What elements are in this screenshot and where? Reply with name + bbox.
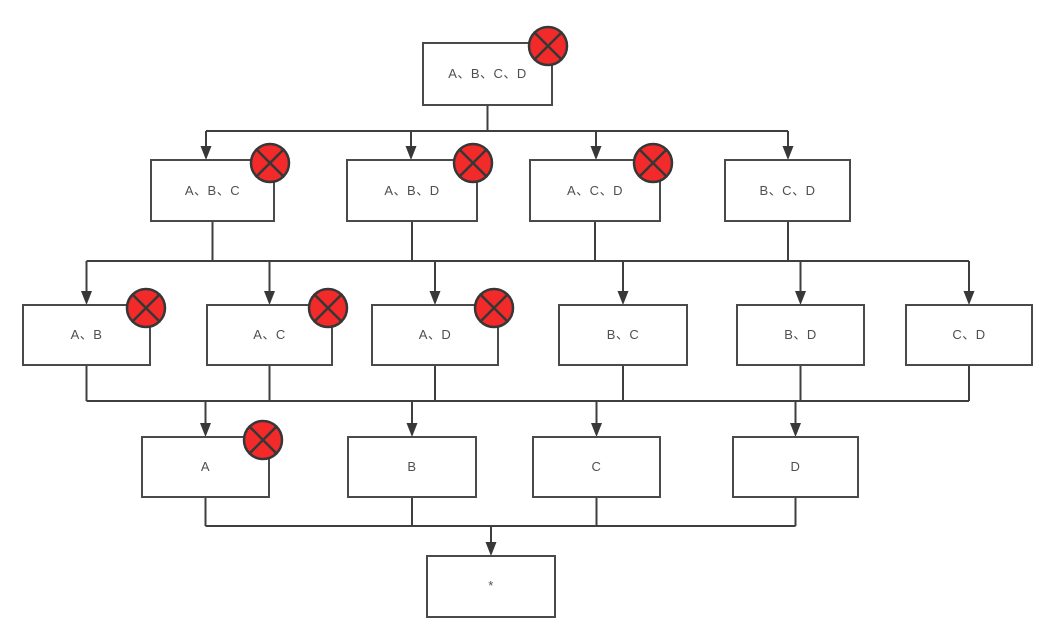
node-label: A、C <box>253 327 286 342</box>
node-box <box>532 436 661 498</box>
arrowhead-icon <box>200 146 212 160</box>
arrowhead-icon <box>264 291 275 305</box>
arrowhead-icon <box>591 423 602 437</box>
arrowhead-icon <box>405 146 417 160</box>
arrowhead-icon <box>795 291 806 305</box>
node-label: B <box>407 459 416 474</box>
node-bcd: B、C、D <box>724 159 851 222</box>
arrowhead-icon <box>590 146 602 160</box>
node-label: A、B <box>71 327 103 342</box>
pruned-x-icon <box>249 142 291 184</box>
pruned-x-icon <box>473 287 515 329</box>
node-cd: C、D <box>905 304 1033 366</box>
node-bd: B、D <box>736 304 865 366</box>
arrowhead-icon <box>963 291 975 305</box>
node-label: A、B、C、D <box>448 66 527 81</box>
pruned-x-icon <box>242 419 284 461</box>
node-box <box>736 304 865 366</box>
node-abcd: A、B、C、D <box>422 42 553 106</box>
connector-level2-level3 <box>85 365 970 424</box>
node-label: C <box>592 459 602 474</box>
node-star: * <box>426 555 556 618</box>
pruned-x-icon <box>632 142 674 184</box>
node-label: A、B、C <box>185 183 240 198</box>
pruned-x-icon <box>125 287 167 329</box>
node-box <box>347 436 477 498</box>
arrowhead-icon <box>485 542 497 556</box>
node-label: A、C、D <box>567 183 623 198</box>
node-label: * <box>488 578 494 593</box>
arrowhead-icon <box>406 423 418 437</box>
node-box <box>732 436 859 498</box>
pruned-x-icon <box>452 142 494 184</box>
node-label: B、C、D <box>760 183 816 198</box>
arrowhead-icon <box>81 291 92 305</box>
node-label: B、C <box>607 327 640 342</box>
node-box <box>422 42 553 106</box>
pruned-x-icon <box>307 287 349 329</box>
node-b: B <box>347 436 477 498</box>
node-box <box>724 159 851 222</box>
node-label: D <box>791 459 801 474</box>
arrowhead-icon <box>782 146 794 160</box>
arrowhead-icon <box>200 423 211 437</box>
node-d: D <box>732 436 859 498</box>
arrowhead-icon <box>617 291 629 305</box>
connector-level3-level4 <box>204 497 797 543</box>
arrowheads <box>81 146 975 556</box>
node-acd: A、C、D <box>529 159 661 222</box>
pruned-x-icon <box>527 25 569 67</box>
connector-level1-level2 <box>85 221 970 292</box>
node-label: A <box>201 459 210 474</box>
arrowhead-icon <box>429 291 441 305</box>
node-label: C、D <box>952 327 985 342</box>
node-label: B、D <box>784 327 817 342</box>
node-box <box>558 304 688 366</box>
node-box <box>905 304 1033 366</box>
node-c: C <box>532 436 661 498</box>
node-label: A、B、D <box>384 183 439 198</box>
node-label: A、D <box>419 327 452 342</box>
connector-level0-level1 <box>205 105 789 147</box>
arrowhead-icon <box>790 423 801 437</box>
node-bc: B、C <box>558 304 688 366</box>
node-box <box>426 555 556 618</box>
